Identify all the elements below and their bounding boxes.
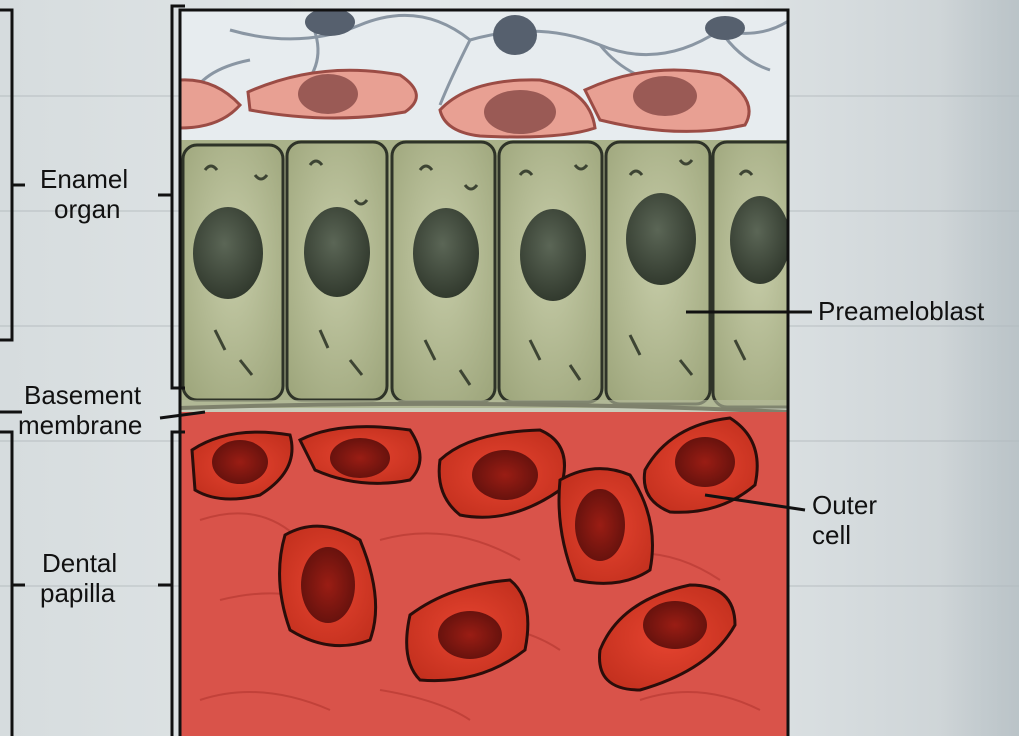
basement-membrane-label-line1: Basement: [24, 380, 142, 410]
enamel-organ-label-line1: Enamel: [40, 164, 128, 194]
basement-membrane-label-line2: membrane: [18, 410, 142, 440]
stellate-nucleus: [305, 8, 355, 36]
dental-papilla-label: Dental papilla: [40, 548, 117, 608]
outer-cell-label: Outer cell: [812, 490, 877, 550]
stellate-nucleus: [493, 15, 537, 55]
preameloblast-label: Preameloblast: [818, 296, 984, 326]
basement-membrane-label: Basement membrane: [24, 380, 142, 440]
dental-papilla-label-line2: papilla: [40, 578, 117, 608]
left-bracket-enamel: [0, 10, 25, 340]
basement-membrane-band: [180, 400, 788, 412]
enamel-organ-label: Enamel organ: [40, 164, 128, 224]
outer-cell-label-line2: cell: [812, 520, 877, 550]
outer-cell-label-line1: Outer: [812, 490, 877, 520]
preameloblast-cells: [183, 142, 803, 407]
histology-illustration: [180, 8, 803, 736]
dental-papilla-label-line1: Dental: [40, 548, 117, 578]
enamel-organ-label-line2: organ: [40, 194, 128, 224]
left-bracket-papilla: [0, 432, 25, 736]
stellate-nucleus: [705, 16, 745, 40]
